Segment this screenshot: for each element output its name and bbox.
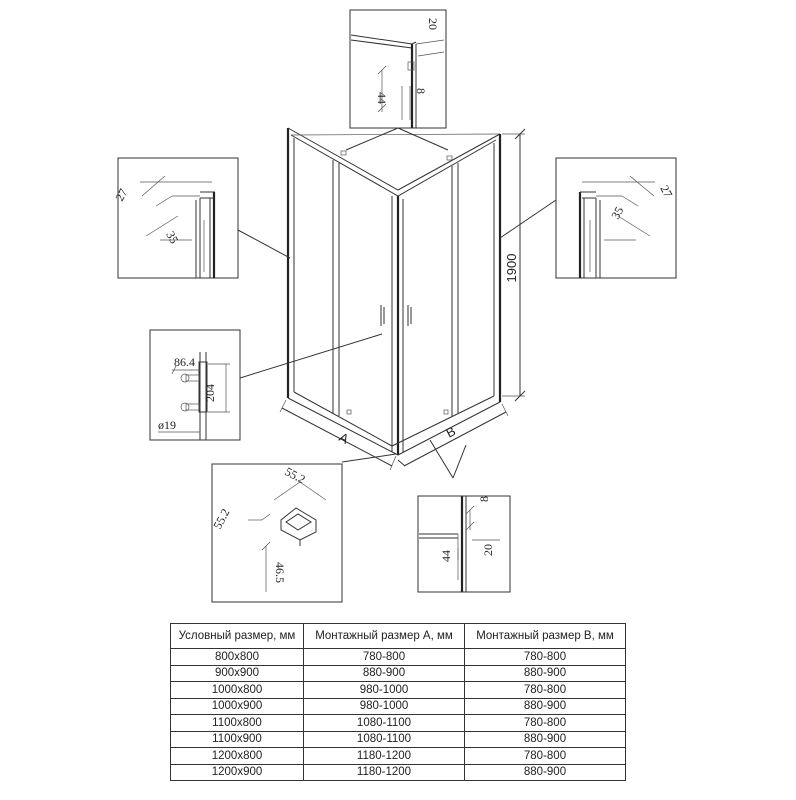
- bottom-profile-detail: [417, 495, 511, 593]
- cell-mounting-b: 880-900: [464, 763, 626, 781]
- leader-lines: [237, 127, 557, 479]
- handle-detail: [149, 329, 241, 441]
- top-height-label: 44: [375, 92, 389, 104]
- cell-mounting-a: 1080-1100: [303, 714, 465, 732]
- right-label-b: 35: [608, 204, 626, 221]
- handle-spacing-label: 86.4: [174, 355, 195, 369]
- cell-nominal-size: 1100x900: [170, 730, 304, 748]
- cell-mounting-a: 880-900: [303, 664, 465, 682]
- table-row: 1000x900 980-1000 880-900: [170, 697, 626, 715]
- cell-nominal-size: 1200x800: [170, 747, 304, 765]
- header-mounting-size-a: Монтажный размер А, мм: [303, 623, 465, 649]
- table-row: 1200x800 1180-1200 780-800: [170, 747, 626, 765]
- handle-diameter-label: ø19: [158, 418, 176, 432]
- cell-mounting-a: 980-1000: [303, 697, 465, 715]
- table-row: 800x800 780-800 780-800: [170, 648, 626, 666]
- top-width-label: 20: [426, 18, 440, 30]
- table-row: 1100x900 1080-1100 880-900: [170, 730, 626, 748]
- cell-mounting-a: 980-1000: [303, 681, 465, 699]
- left-label-b: 35: [163, 229, 181, 246]
- side-a-label: A: [337, 429, 352, 446]
- top-profile-detail: [349, 9, 447, 129]
- cell-mounting-a: 1180-1200: [303, 747, 465, 765]
- bottom-gap-label: 8: [477, 496, 491, 502]
- cell-nominal-size: 1000x800: [170, 681, 304, 699]
- top-gap-label: 8: [414, 88, 428, 94]
- cell-nominal-size: 1200x900: [170, 763, 304, 781]
- left-profile-detail: [117, 157, 239, 279]
- header-nominal-size: Условный размер, мм: [170, 623, 304, 649]
- cell-nominal-size: 1100x800: [170, 714, 304, 732]
- cell-nominal-size: 900x900: [170, 664, 304, 682]
- cell-mounting-b: 780-800: [464, 648, 626, 666]
- header-mounting-size-b: Монтажный размер В, мм: [464, 623, 626, 649]
- corner-connector-detail: [211, 463, 343, 603]
- shower-enclosure-drawing: 1900 A B 20 44 8: [112, 9, 677, 603]
- size-specification-table: Условный размер, мм Монтажный размер А, …: [170, 623, 626, 781]
- table-header-row: Условный размер, мм Монтажный размер А, …: [170, 623, 626, 649]
- cell-mounting-a: 1080-1100: [303, 730, 465, 748]
- cell-nominal-size: 1000x900: [170, 697, 304, 715]
- left-label-a: 27: [112, 186, 130, 203]
- bottom-width-label: 20: [481, 544, 495, 556]
- bottom-height-label: 44: [439, 550, 453, 562]
- table-row: 1000x800 980-1000 780-800: [170, 681, 626, 699]
- cell-mounting-a: 1180-1200: [303, 763, 465, 781]
- table-row: 900x900 880-900 880-900: [170, 664, 626, 682]
- cell-nominal-size: 800x800: [170, 648, 304, 666]
- cell-mounting-b: 780-800: [464, 747, 626, 765]
- handle-length-label: 204: [203, 384, 217, 402]
- table-row: 1100x800 1080-1100 780-800: [170, 714, 626, 732]
- height-dimension-label: 1900: [504, 254, 519, 283]
- right-profile-detail: [555, 157, 677, 279]
- cell-mounting-b: 880-900: [464, 730, 626, 748]
- cell-mounting-b: 880-900: [464, 664, 626, 682]
- table-row: 1200x900 1180-1200 880-900: [170, 763, 626, 781]
- cell-mounting-b: 780-800: [464, 681, 626, 699]
- right-label-a: 27: [657, 183, 675, 200]
- cell-mounting-b: 780-800: [464, 714, 626, 732]
- corner-height-label: 46.5: [273, 562, 287, 583]
- enclosure-main-view: [279, 127, 526, 471]
- cell-mounting-a: 780-800: [303, 648, 465, 666]
- cell-mounting-b: 880-900: [464, 697, 626, 715]
